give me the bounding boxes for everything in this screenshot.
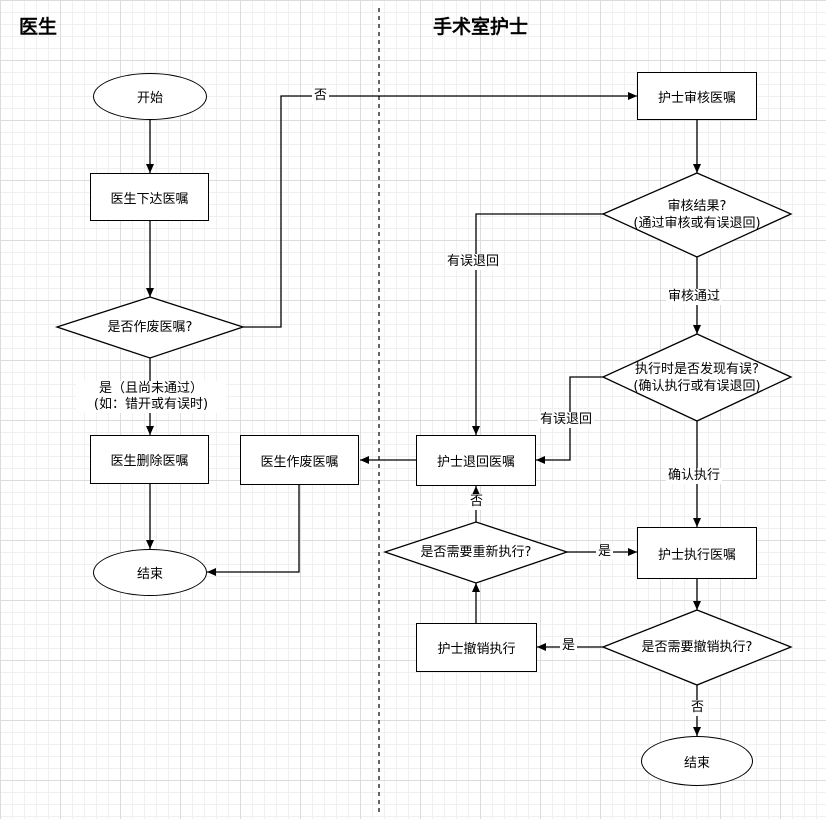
start-node[interactable]: 开始 bbox=[93, 73, 207, 120]
re-exec-decision-shape bbox=[382, 521, 570, 584]
review-result-shape bbox=[601, 172, 793, 258]
edge-review-error bbox=[472, 213, 603, 435]
review-result-decision[interactable]: 审核结果? (通过审核或有误退回) bbox=[633, 199, 761, 231]
void-decision-shape bbox=[54, 296, 246, 359]
lane-title-doctor: 医生 bbox=[19, 17, 58, 38]
edge-label-review-error: 有误退回 bbox=[445, 254, 502, 270]
edge-label-review-pass: 审核通过 bbox=[666, 289, 723, 305]
nurse-review-order[interactable]: 护士审核医嘱 bbox=[637, 72, 757, 120]
edge-label-void-yes: 是（且尚未通过） (如：错开或有误时) bbox=[76, 381, 226, 413]
exec-check-shape bbox=[601, 333, 793, 422]
end-node-doctor[interactable]: 结束 bbox=[93, 549, 207, 596]
edge-void-to-end bbox=[207, 485, 300, 576]
cancel-decision[interactable]: 是否需要撤销执行? bbox=[641, 640, 753, 655]
nurse-execute-order[interactable]: 护士执行医嘱 bbox=[637, 527, 757, 579]
nurse-cancel-execution[interactable]: 护士撤销执行 bbox=[416, 623, 537, 672]
void-decision[interactable]: 是否作废医嘱? bbox=[107, 320, 193, 335]
end-node-nurse[interactable]: 结束 bbox=[641, 736, 753, 786]
edge-label-void-no: 否 bbox=[312, 88, 330, 104]
edge-label-reexec-yes: 是 bbox=[596, 544, 614, 560]
edge-label-exec-error: 有误退回 bbox=[538, 412, 595, 428]
lane-title-nurse: 手术室护士 bbox=[433, 17, 529, 38]
cancel-decision-shape bbox=[601, 609, 793, 686]
doctor-delete-order[interactable]: 医生删除医嘱 bbox=[90, 435, 209, 484]
nurse-return-order[interactable]: 护士退回医嘱 bbox=[416, 435, 536, 486]
edge-label-cancel-no: 否 bbox=[689, 700, 707, 716]
doctor-void-order[interactable]: 医生作废医嘱 bbox=[240, 435, 359, 485]
re-exec-decision[interactable]: 是否需要重新执行? bbox=[420, 545, 532, 560]
edge-void-no bbox=[243, 92, 637, 328]
edge-label-cancel-yes: 是 bbox=[560, 638, 578, 654]
edge-label-reexec-no: 否 bbox=[468, 494, 486, 510]
doctor-issue-order[interactable]: 医生下达医嘱 bbox=[90, 173, 209, 221]
edge-label-exec-confirm: 确认执行 bbox=[666, 468, 723, 484]
exec-check-decision[interactable]: 执行时是否发现有误? (确认执行或有误退回) bbox=[633, 361, 761, 394]
